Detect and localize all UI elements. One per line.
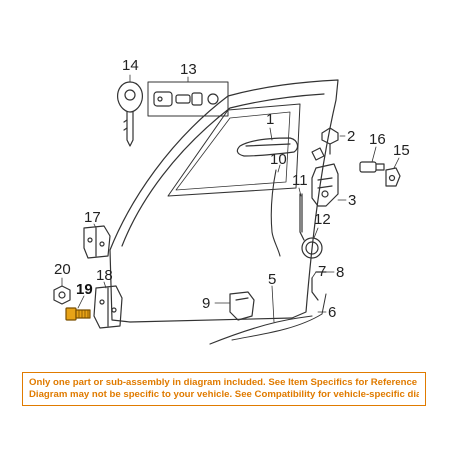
callout-leader-10 [277, 164, 281, 173]
rod-part [270, 169, 281, 257]
disclaimer-notice: Only one part or sub-assembly in diagram… [22, 372, 426, 406]
lock-rod-part [299, 193, 305, 241]
callout-11: 11 [292, 172, 308, 189]
lock-cylinder-set-part [147, 81, 229, 117]
clip-part [311, 147, 325, 161]
callout-9: 9 [202, 295, 211, 312]
disclaimer-line-1: Only one part or sub-assembly in diagram… [29, 377, 419, 388]
callout-leader-5 [271, 285, 275, 323]
callout-leader-7 [311, 271, 317, 279]
callout-2: 2 [347, 128, 356, 145]
cable-part [209, 315, 313, 345]
callout-20: 20 [54, 261, 71, 278]
inside-handle-part [229, 291, 255, 321]
door-panel-outline [109, 79, 339, 323]
fastener-part [321, 127, 339, 155]
callout-8: 8 [336, 264, 345, 281]
lower-hinge-part [93, 285, 123, 329]
door-latch-part [311, 163, 339, 207]
callout-3: 3 [348, 192, 357, 209]
callout-leader-19 [77, 295, 85, 309]
callout-19: 19 [76, 281, 93, 298]
callout-10: 10 [270, 151, 287, 168]
callout-leader-15 [393, 157, 400, 169]
callout-16: 16 [369, 131, 386, 148]
callout-15: 15 [393, 142, 410, 159]
callout-7: 7 [318, 263, 327, 280]
hinge-bolt-part [65, 307, 91, 321]
link-rod-part [311, 271, 327, 301]
callout-5: 5 [268, 271, 277, 288]
key-part [117, 81, 143, 147]
callout-leader-16 [371, 146, 377, 163]
disclaimer-line-2: Diagram may not be specific to your vehi… [29, 389, 419, 400]
callout-leader-12 [313, 227, 319, 239]
callout-12: 12 [314, 211, 331, 228]
striker-part [385, 167, 401, 187]
callout-leader-11 [298, 187, 302, 197]
callout-17: 17 [84, 209, 101, 226]
callout-18: 18 [96, 267, 113, 284]
upper-hinge-part [83, 225, 111, 259]
striker-bolt-part [359, 161, 385, 173]
callout-leader-18 [103, 281, 107, 289]
callout-6: 6 [328, 304, 337, 321]
callout-1: 1 [266, 111, 275, 128]
callout-14: 14 [122, 57, 139, 74]
nut-part [53, 285, 71, 305]
callout-13: 13 [180, 61, 197, 78]
callout-leader-17 [93, 223, 97, 229]
lower-cable-part [231, 293, 327, 341]
grommet-part [301, 237, 323, 259]
callout-leader-1 [269, 127, 273, 141]
